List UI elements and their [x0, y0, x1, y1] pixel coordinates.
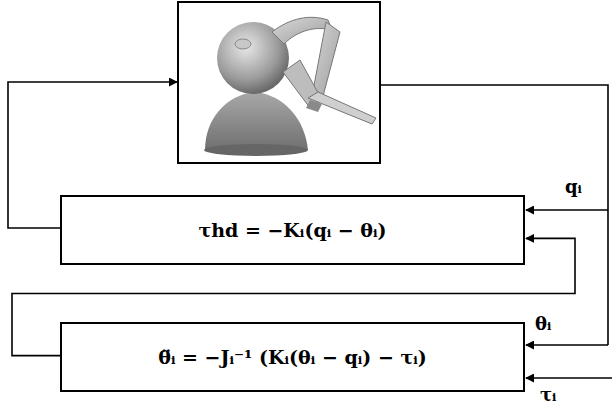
equation-text: τhd = −Kᵢ(qᵢ − θᵢ) [198, 219, 386, 241]
signal-label: qᵢ [563, 176, 584, 197]
equation-box: τhd = −Kᵢ(qᵢ − θᵢ) [60, 195, 525, 265]
equation-box: θ̈ᵢ = −Jᵢ⁻¹ (Kᵢ(θᵢ − qᵢ) − τᵢ) [60, 322, 525, 392]
signal-label: θᵢ [533, 313, 553, 334]
equation-text: θ̈ᵢ = −Jᵢ⁻¹ (Kᵢ(θᵢ − qᵢ) − τᵢ) [158, 346, 427, 368]
signal-label: τᵢ [538, 384, 558, 405]
